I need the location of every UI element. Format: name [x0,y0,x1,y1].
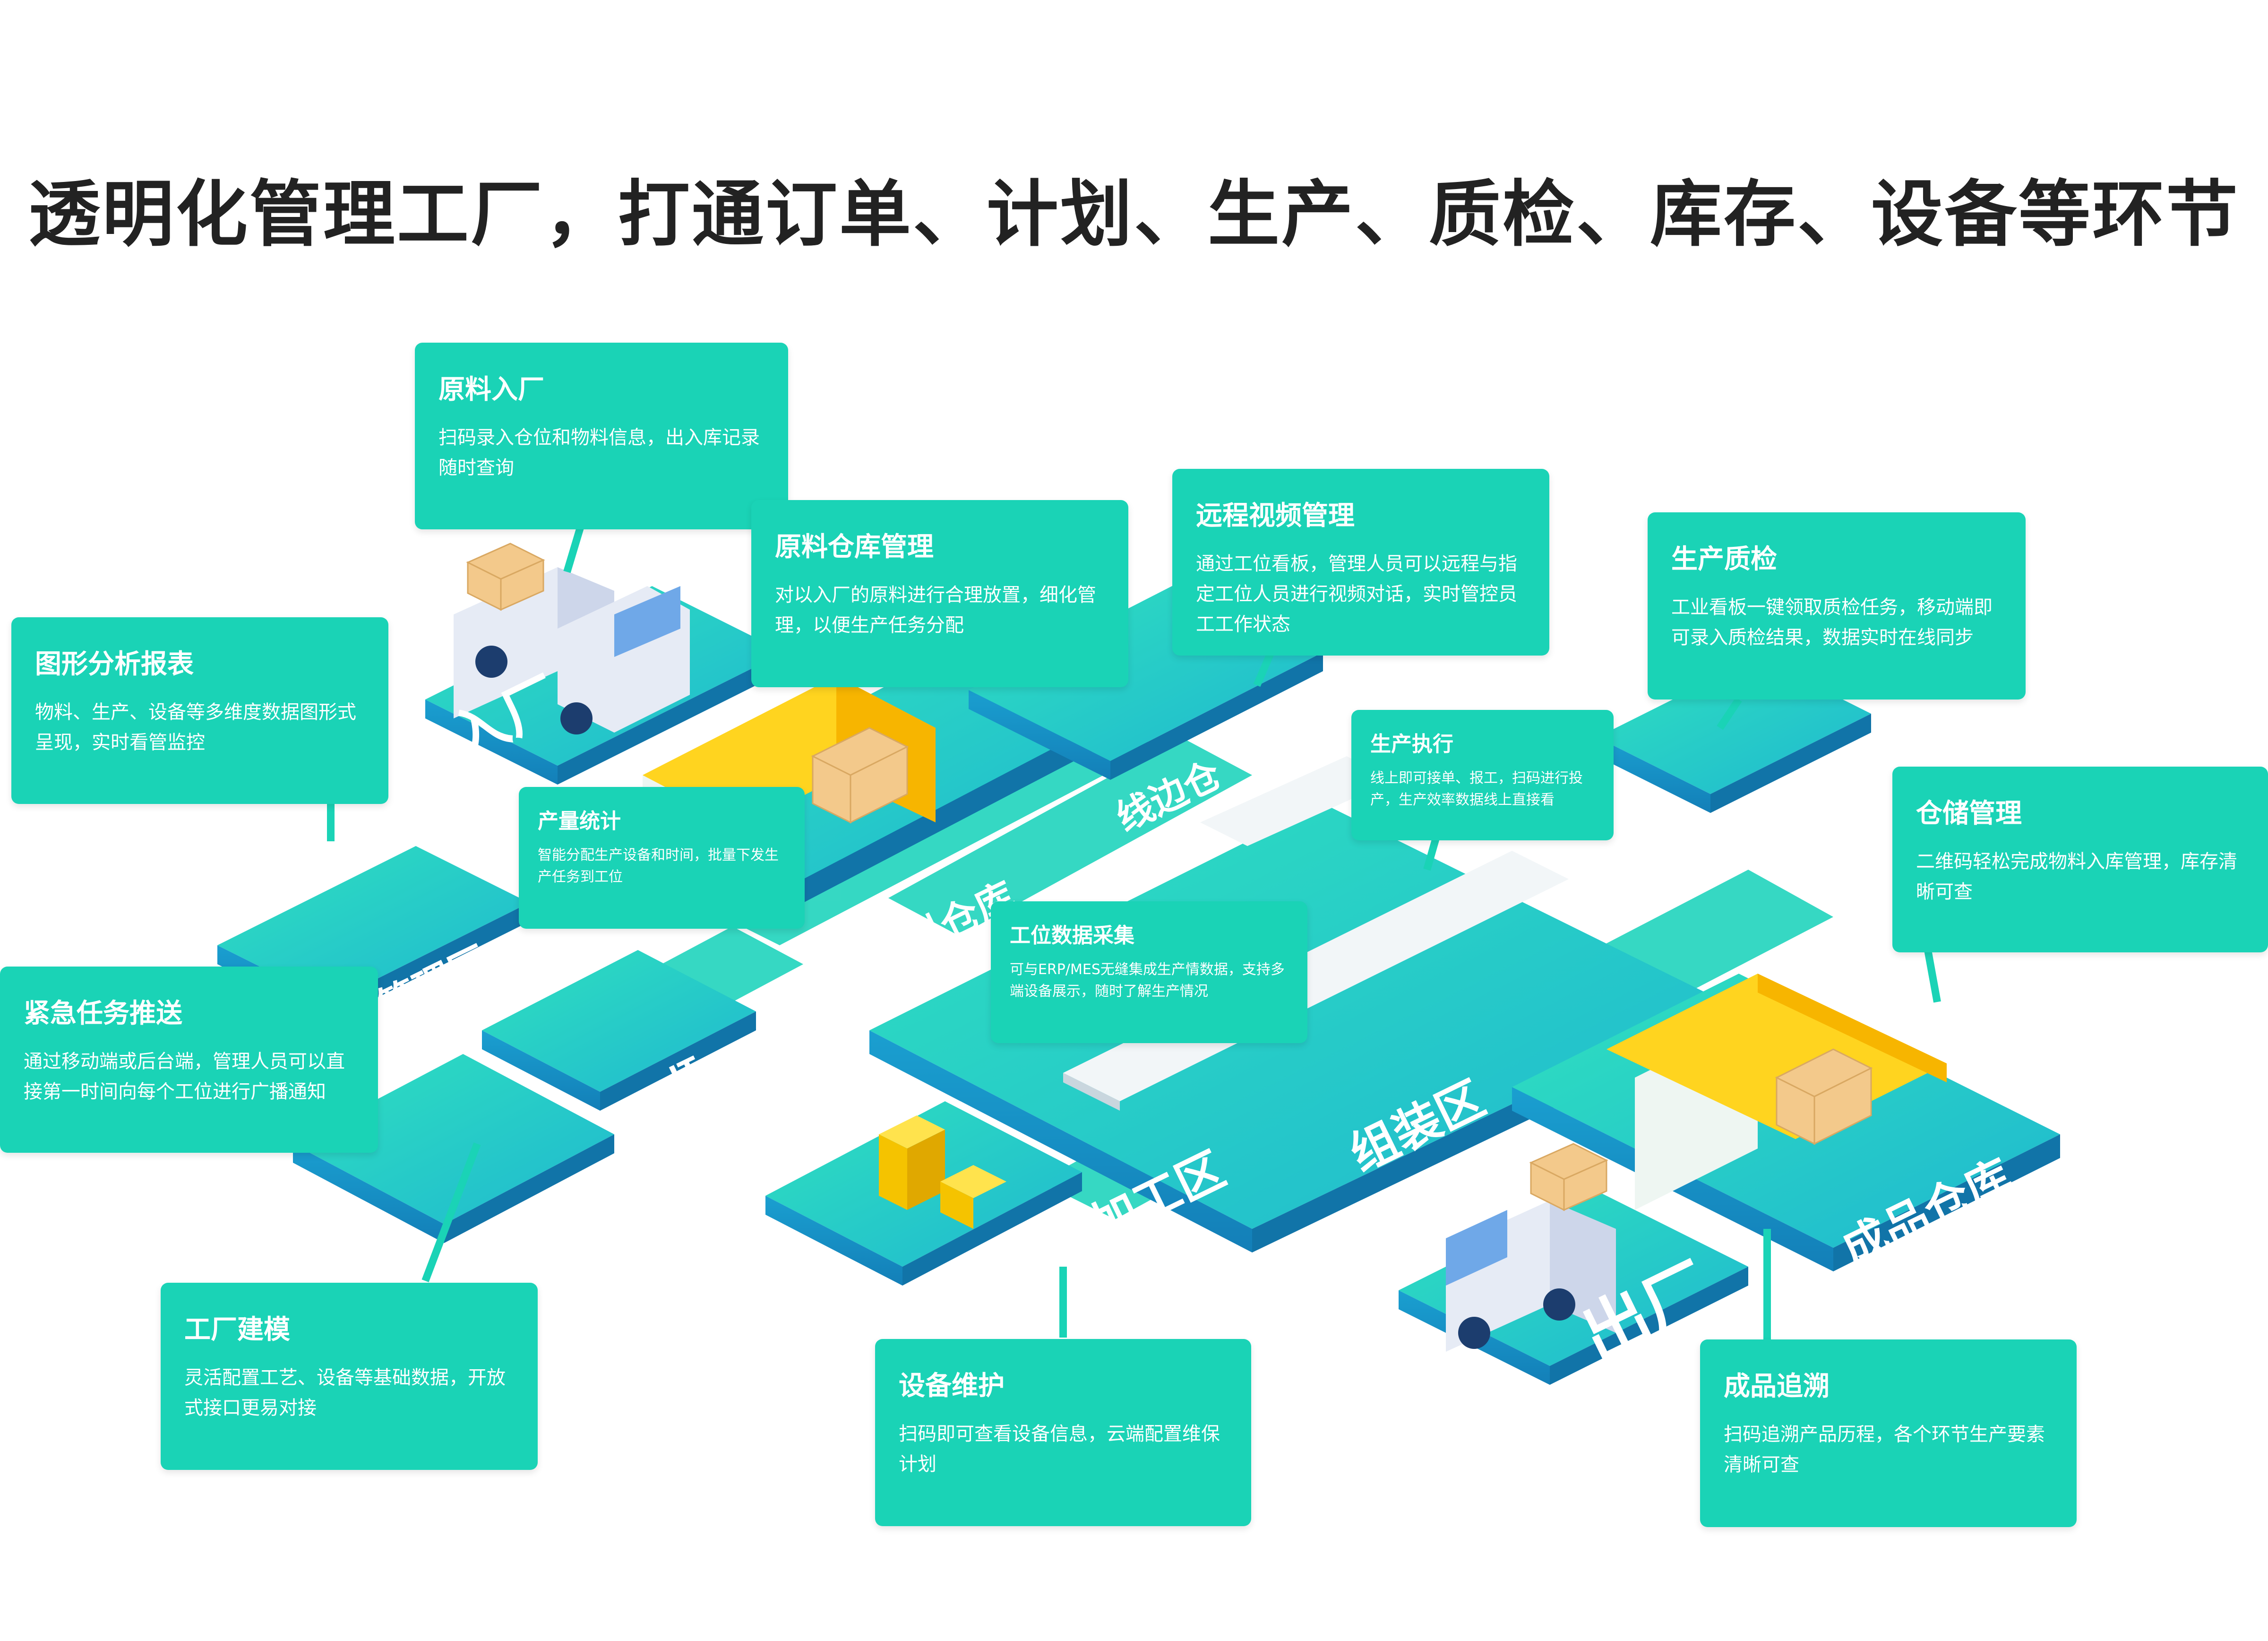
callout-raw-warehouse-mgmt: 原料仓库管理 对以入厂的原料进行合理放置，细化管理，以便生产任务分配 [751,500,1128,687]
callout-output-stats: 产量统计 智能分配生产设备和时间，批量下发生产任务到工位 [519,787,805,929]
callout-raw-in-desc: 扫码录入仓位和物料信息，出入库记录随时查询 [438,427,760,479]
callout-remote-video-desc: 通过工位看板，管理人员可以远程与指定工位人员进行视频对话，实时管控员工工作状态 [1196,553,1517,635]
callout-production-qc-title: 生产质检 [1671,544,1777,575]
callout-factory-model-desc: 灵活配置工艺、设备等基础数据，开放式接口更易对接 [184,1367,506,1419]
callout-storage-mgmt: 仓储管理 二维码轻松完成物料入库管理，库存清晰可查 [1892,767,2268,952]
callout-equip-maint: 设备维护 扫码即可查看设备信息，云端配置维保计划 [875,1339,1251,1526]
callout-finished-trace-desc: 扫码追溯产品历程，各个环节生产要素清晰可查 [1724,1424,2045,1476]
callout-storage-mgmt-title: 仓储管理 [1916,798,2022,829]
callout-graph-report: 图形分析报表 物料、生产、设备等多维度数据图形式呈现，实时看管监控 [11,617,388,804]
callout-station-data-desc: 可与ERP/MES无缝集成生产情数据，支持多端设备展示，随时了解生产情况 [1010,961,1285,1000]
callout-remote-video: 远程视频管理 通过工位看板，管理人员可以远程与指定工位人员进行视频对话，实时管控… [1172,469,1549,656]
callout-remote-video-title: 远程视频管理 [1196,501,1355,531]
finished-warehouse-building [1606,974,1947,1210]
inbound-truck [454,543,690,734]
callout-pointers [327,523,1941,1342]
callout-equip-maint-title: 设备维护 [899,1371,1005,1401]
callout-finished-trace-title: 成品追溯 [1724,1371,1830,1402]
callout-factory-model: 工厂建模 灵活配置工艺、设备等基础数据，开放式接口更易对接 [161,1283,538,1470]
callout-station-data: 工位数据采集 可与ERP/MES无缝集成生产情数据，支持多端设备展示，随时了解生… [991,901,1307,1043]
callout-equip-maint-desc: 扫码即可查看设备信息，云端配置维保计划 [899,1423,1220,1475]
callout-finished-trace: 成品追溯 扫码追溯产品历程，各个环节生产要素清晰可查 [1700,1339,2077,1527]
callout-urgent-push-desc: 通过移动端或后台端，管理人员可以直接第一时间向每个工位进行广播通知 [24,1051,345,1103]
callout-raw-warehouse-mgmt-title: 原料仓库管理 [775,532,934,562]
callout-urgent-push-title: 紧急任务推送 [24,998,182,1029]
page-title: 透明化管理工厂，打通订单、计划、生产、质检、库存、设备等环节 [28,173,2240,256]
callout-production-exec-desc: 线上即可接单、报工，扫码进行投产，生产效率数据线上直接看 [1370,770,1583,808]
callout-raw-warehouse-mgmt-desc: 对以入厂的原料进行合理放置，细化管理，以便生产任务分配 [775,584,1096,636]
callout-factory-model-title: 工厂建模 [184,1314,290,1345]
callout-production-exec: 生产执行 线上即可接单、报工，扫码进行投产，生产效率数据线上直接看 [1351,710,1614,840]
callout-raw-in-title: 原料入厂 [438,374,544,405]
callout-graph-report-title: 图形分析报表 [35,649,194,680]
platform-factory-office [293,1054,614,1243]
callout-storage-mgmt-desc: 二维码轻松完成物料入库管理，库存清晰可查 [1916,851,2237,903]
callout-station-data-title: 工位数据采集 [1010,924,1134,948]
callout-graph-report-desc: 物料、生产、设备等多维度数据图形式呈现，实时看管监控 [35,701,356,753]
equipment-machine [879,1115,1006,1229]
callout-production-qc: 生产质检 工业看板一键领取质检任务，移动端即可录入质检结果，数据实时在线同步 [1648,512,2026,700]
outbound-truck [1446,1143,1616,1352]
callout-production-qc-desc: 工业看板一键领取质检任务，移动端即可录入质检结果，数据实时在线同步 [1671,596,1993,648]
callout-production-exec-title: 生产执行 [1370,732,1453,756]
callout-raw-in: 原料入厂 扫码录入仓位和物料信息，出入库记录随时查询 [415,343,788,529]
callout-output-stats-desc: 智能分配生产设备和时间，批量下发生产任务到工位 [538,847,779,885]
platform-it [482,950,756,1111]
callout-urgent-push: 紧急任务推送 通过移动端或后台端，管理人员可以直接第一时间向每个工位进行广播通知 [0,967,378,1153]
callout-output-stats-title: 产量统计 [538,809,621,833]
